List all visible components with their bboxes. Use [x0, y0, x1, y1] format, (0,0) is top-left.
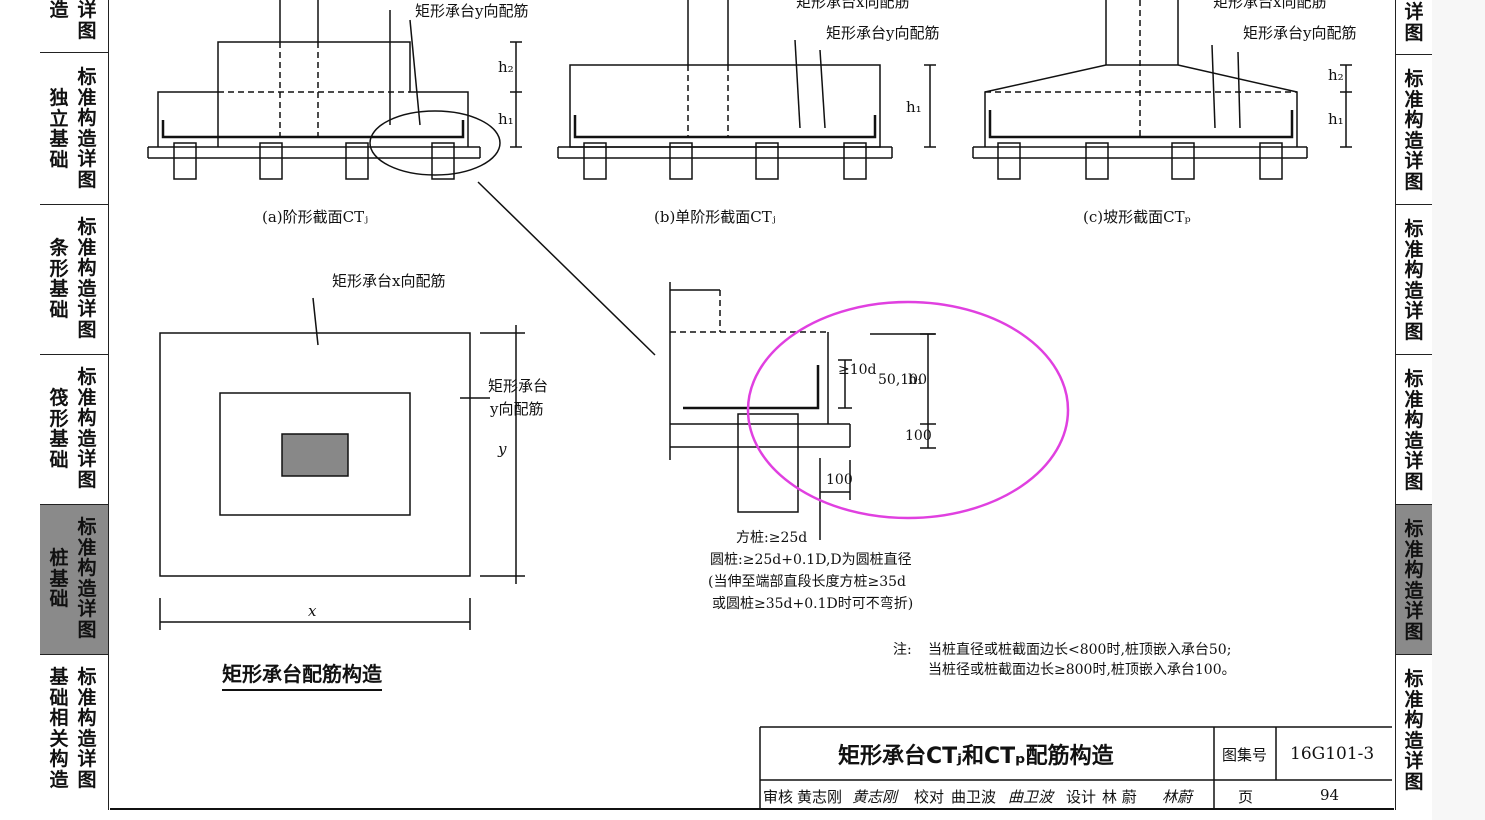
- right-tab-1[interactable]: 标准构造详图: [1396, 55, 1432, 205]
- design-label: 设计: [1066, 788, 1097, 806]
- designer-name: 林 蔚: [1102, 788, 1137, 806]
- right-tab-0[interactable]: 详图: [1396, 0, 1432, 55]
- plan-y-rebar-label-1: 矩形承台: [488, 377, 549, 395]
- notes-prefix: 注:: [893, 642, 912, 658]
- left-tab-2[interactable]: 条形基础 标准构造详图: [40, 205, 108, 355]
- plan-drawing: [159, 297, 525, 630]
- tab-col1: 独立基础: [49, 87, 69, 171]
- section-a-h2-label: h₂: [498, 58, 514, 76]
- check-label: 校对: [914, 788, 945, 806]
- atlas-number: 16G101-3: [1290, 744, 1375, 764]
- section-b-x-rebar-label: 矩形承台x向配筋: [796, 0, 910, 11]
- reviewer-name: 黄志刚: [797, 788, 843, 806]
- review-label: 审核: [763, 788, 794, 806]
- highlight-ellipse: [746, 300, 1070, 520]
- section-a-caption: (a)阶形截面CTⱼ: [262, 208, 369, 226]
- tab-col2: 标准构造详图: [77, 516, 97, 641]
- notes-line-2: 当桩径或桩截面边长≥800时,桩顶嵌入承台100。: [928, 662, 1236, 678]
- plan-y-rebar-label-2: y向配筋: [490, 400, 544, 418]
- section-b-y-rebar-label: 矩形承台y向配筋: [826, 24, 940, 42]
- section-c-h2-label: h₂: [1328, 66, 1344, 84]
- section-c-h1-label: h₁: [1328, 110, 1344, 128]
- tab-text: 标准构造详图: [1404, 668, 1424, 793]
- title-block-lines: [759, 726, 1392, 808]
- tab-col1: 基础相关构造: [49, 666, 69, 791]
- atlas-label: 图集号: [1222, 746, 1268, 764]
- section-c-drawing: [972, 0, 1352, 180]
- section-b-drawing: [557, 0, 936, 180]
- detail-100-horizontal: 100: [826, 472, 853, 488]
- tab-text: 标准构造详图: [1404, 518, 1424, 643]
- drawing-frame: [110, 0, 1394, 810]
- plan-dim-y: y: [498, 440, 507, 458]
- section-c-x-rebar-label: 矩形承台x向配筋: [1213, 0, 1327, 11]
- checker-signature: 曲卫波: [1008, 788, 1054, 806]
- reviewer-signature: 黄志刚: [852, 788, 898, 806]
- detail-note-3: (当伸至端部直段长度方桩≥35d: [708, 574, 906, 590]
- page-number: 94: [1320, 786, 1340, 804]
- tab-text: 详图: [1404, 1, 1424, 44]
- section-b-caption: (b)单阶形截面CTⱼ: [654, 208, 776, 226]
- left-margin: [0, 0, 30, 820]
- right-margin: [1432, 0, 1485, 820]
- tab-text: 标准构造详图: [1404, 368, 1424, 493]
- plan-x-rebar-label: 矩形承台x向配筋: [332, 272, 446, 290]
- tab-col2: 标准构造详图: [77, 66, 97, 191]
- right-tab-5[interactable]: 标准构造详图: [1396, 655, 1432, 810]
- tab-col2: 标准构造详图: [77, 366, 97, 491]
- right-tab-4[interactable]: 标准构造详图: [1396, 505, 1432, 655]
- detail-note-2: 圆桩:≥25d+0.1D,D为圆桩直径: [710, 552, 912, 568]
- detail-note-1: 方桩:≥25d: [736, 530, 808, 546]
- plan-title: 矩形承台配筋构造: [222, 658, 382, 691]
- left-tab-3[interactable]: 筏形基础 标准构造详图: [40, 355, 108, 505]
- tab-col1: 筏形基础: [49, 387, 69, 471]
- left-tab-1[interactable]: 独立基础 标准构造详图: [40, 53, 108, 205]
- tab-col2: 详图: [77, 0, 97, 42]
- tab-col2: 标准构造详图: [77, 666, 97, 791]
- tab-text: 标准构造详图: [1404, 68, 1424, 193]
- section-b-h1-label: h₁: [906, 98, 922, 116]
- left-tab-strip: 造 详图 独立基础 标准构造详图 条形基础 标准构造详图 筏形基础 标准构造详图…: [40, 0, 109, 810]
- tab-col1: 造: [49, 0, 69, 21]
- page-label: 页: [1238, 788, 1254, 806]
- right-tab-strip: 详图 标准构造详图 标准构造详图 标准构造详图 标准构造详图 标准构造详图: [1395, 0, 1432, 810]
- section-a-y-rebar-label: 矩形承台y向配筋: [415, 2, 529, 20]
- detail-note-4: 或圆桩≥35d+0.1D时可不弯折): [712, 596, 914, 612]
- tab-text: 标准构造详图: [1404, 218, 1424, 343]
- plan-dim-x: x: [308, 602, 317, 620]
- checker-name: 曲卫波: [951, 788, 997, 806]
- detail-100-vertical: 100: [905, 428, 932, 444]
- detail-h1: h₁: [908, 372, 923, 388]
- detail-ge10d: ≥10d: [838, 362, 877, 378]
- left-tab-4[interactable]: 桩基础 标准构造详图: [40, 505, 108, 655]
- detail-50-100: 50,100: [878, 372, 927, 388]
- designer-signature: 林蔚: [1162, 788, 1193, 806]
- left-tab-0[interactable]: 造 详图: [40, 0, 108, 53]
- pile-detail-drawing: [669, 282, 936, 540]
- title-block-title: 矩形承台CTⱼ和CTₚ配筋构造: [838, 744, 1114, 769]
- right-tab-3[interactable]: 标准构造详图: [1396, 355, 1432, 505]
- tab-col1: 条形基础: [49, 237, 69, 321]
- section-a-drawing: [147, 0, 656, 356]
- tab-col2: 标准构造详图: [77, 216, 97, 341]
- tab-col1: 桩基础: [49, 547, 69, 610]
- left-tab-5[interactable]: 基础相关构造 标准构造详图: [40, 655, 108, 810]
- right-tab-2[interactable]: 标准构造详图: [1396, 205, 1432, 355]
- section-c-y-rebar-label: 矩形承台y向配筋: [1243, 24, 1357, 42]
- notes-line-1: 当桩直径或桩截面边长<800时,桩顶嵌入承台50;: [928, 642, 1232, 658]
- section-a-h1-label: h₁: [498, 110, 514, 128]
- section-c-caption: (c)坡形截面CTₚ: [1083, 208, 1191, 226]
